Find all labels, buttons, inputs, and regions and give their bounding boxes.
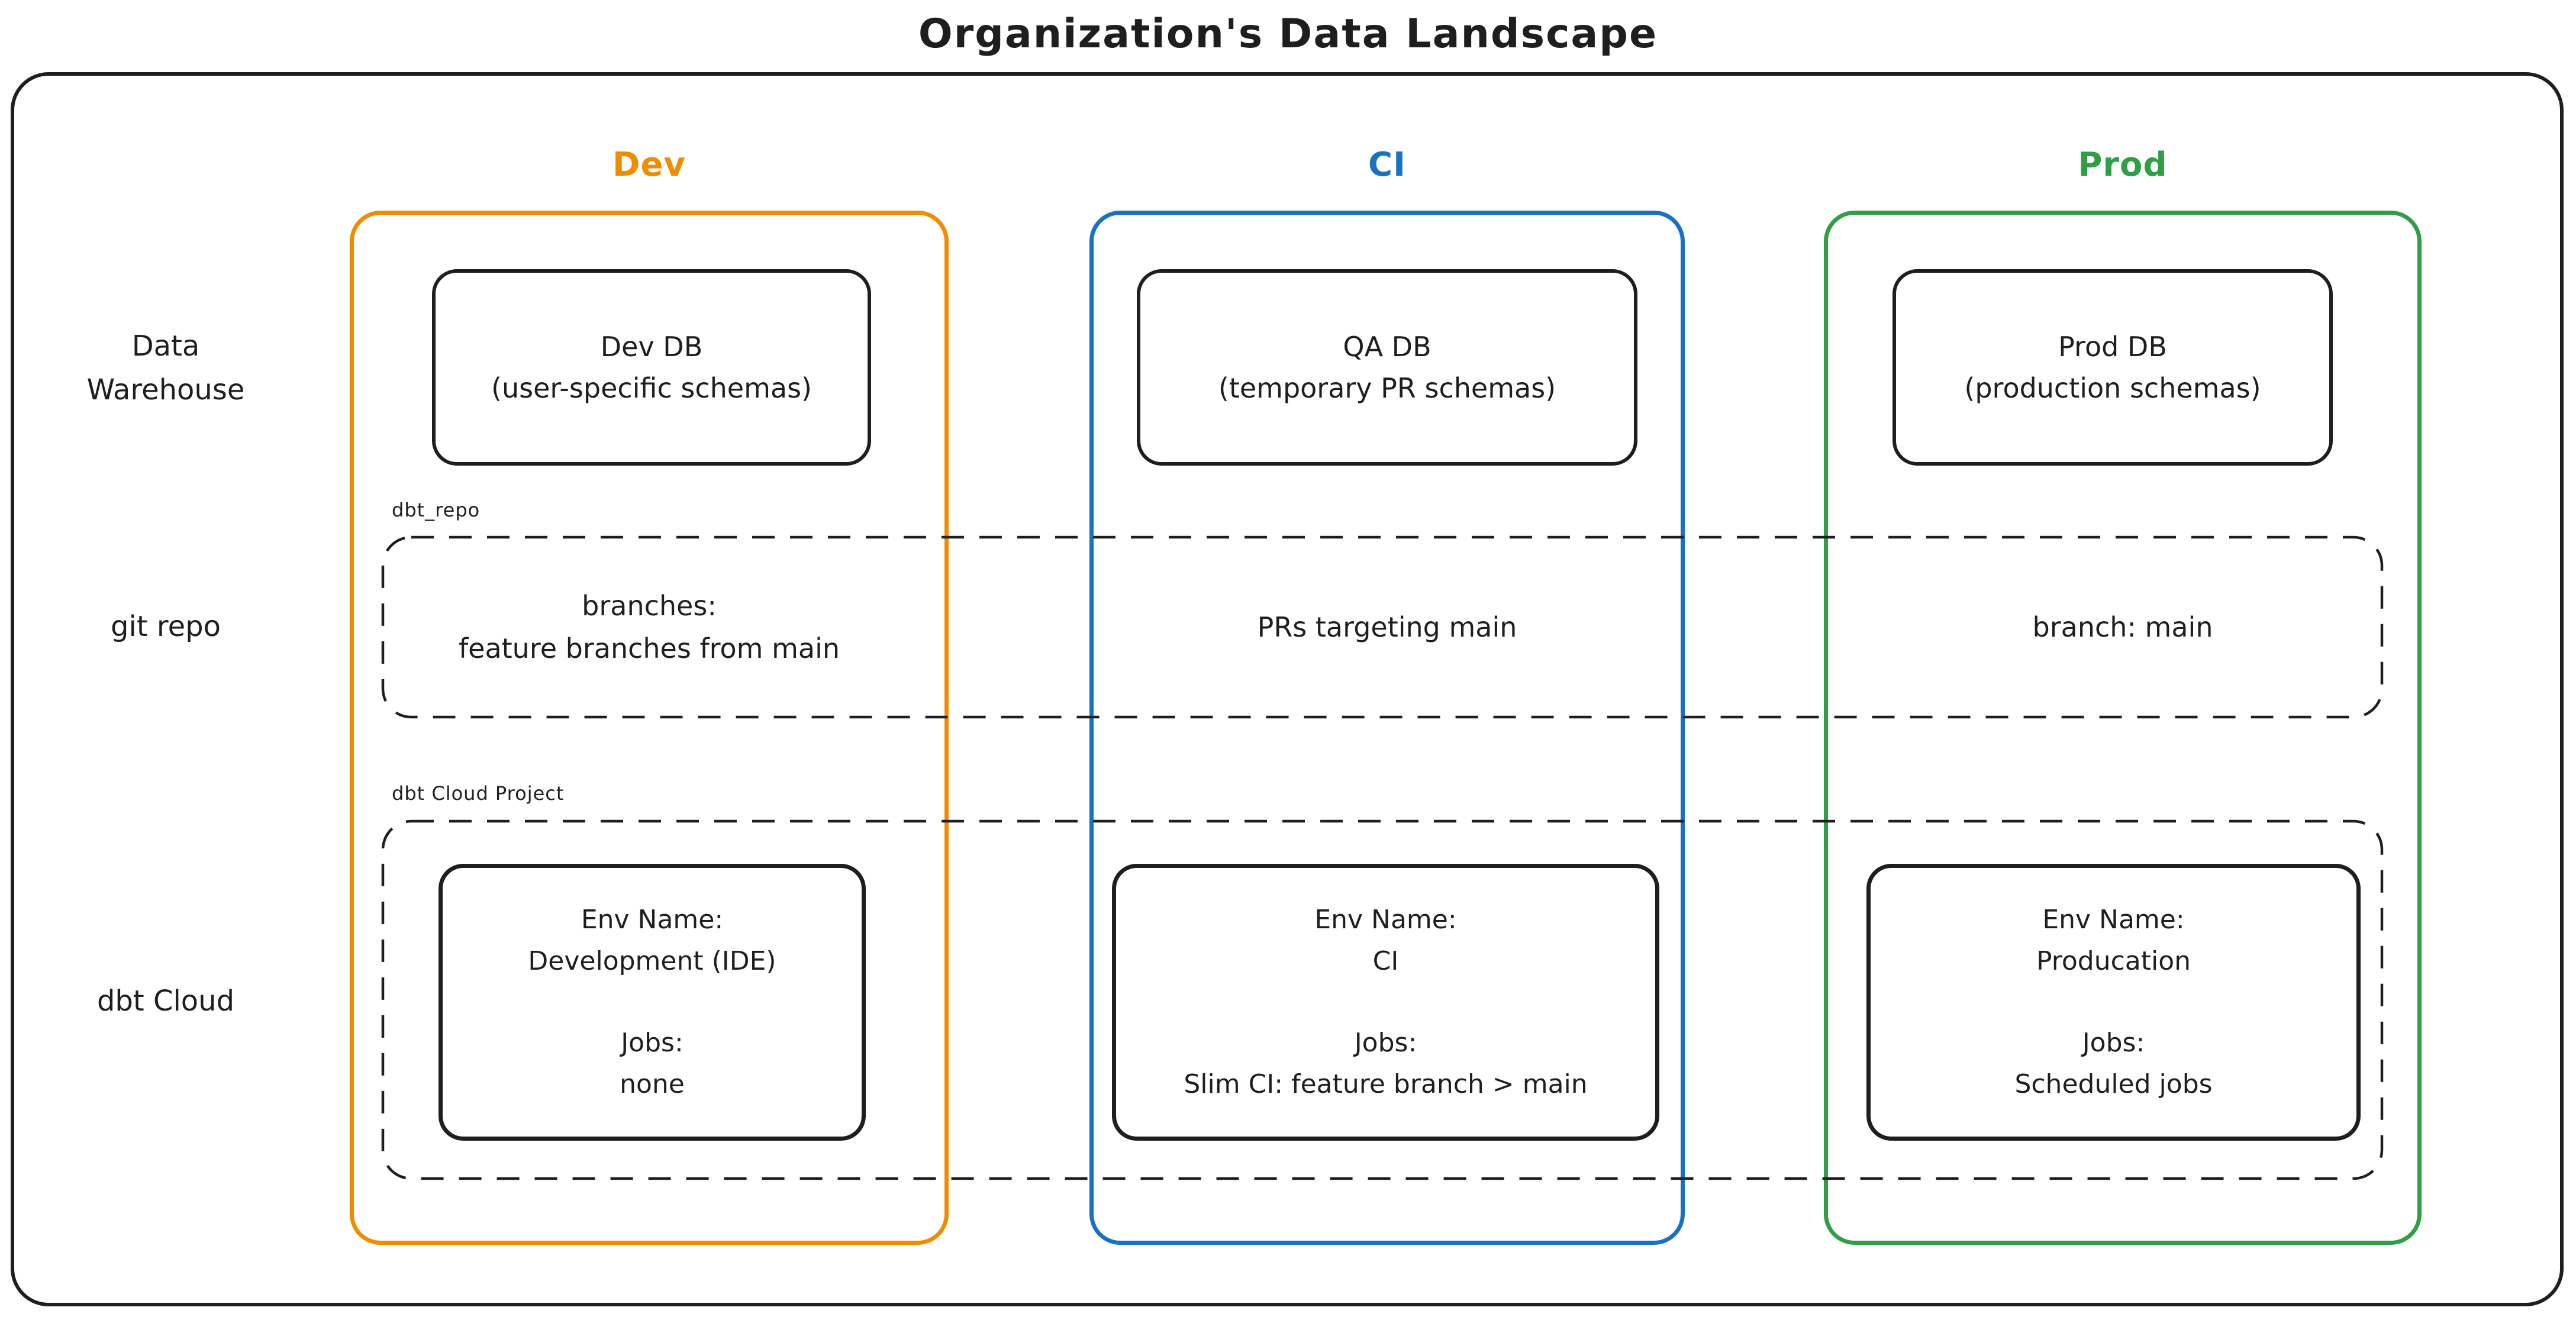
diagram-title: Organization's Data Landscape bbox=[918, 11, 1658, 57]
ci-env-label: Env Name: bbox=[1314, 905, 1457, 935]
dev-db-name: Dev DB bbox=[600, 331, 703, 363]
row-label-git-repo: git repo bbox=[111, 610, 221, 643]
dev-env-value: Development (IDE) bbox=[528, 946, 776, 976]
prod-jobs-label: Jobs: bbox=[2082, 1028, 2145, 1058]
qa-db-box: QA DB (temporary PR schemas) bbox=[1137, 269, 1637, 466]
dev-column-header: Dev bbox=[612, 146, 686, 184]
prod-jobs-value: Scheduled jobs bbox=[2014, 1069, 2213, 1099]
prod-column-header: Prod bbox=[2078, 146, 2168, 184]
dbt-cloud-band-label: dbt Cloud Project bbox=[392, 782, 565, 805]
dev-env-label: Env Name: bbox=[581, 905, 724, 935]
dev-column-container bbox=[350, 211, 949, 1245]
dev-jobs-label: Jobs: bbox=[621, 1028, 684, 1058]
dev-repo-line1: branches: bbox=[582, 590, 717, 622]
ci-column-header: CI bbox=[1368, 146, 1406, 184]
ci-repo-cell: PRs targeting main bbox=[1089, 535, 1685, 719]
ci-env-box: Env Name: CI Jobs: Slim CI: feature bran… bbox=[1112, 864, 1659, 1141]
prod-env-label: Env Name: bbox=[2042, 905, 2185, 935]
prod-repo-cell: branch: main bbox=[1824, 535, 2422, 719]
dev-db-box: Dev DB (user-specific schemas) bbox=[432, 269, 871, 466]
prod-db-detail: (production schemas) bbox=[1964, 372, 2261, 404]
prod-env-box: Env Name: Producation Jobs: Scheduled jo… bbox=[1866, 864, 2361, 1141]
dev-db-detail: (user-specific schemas) bbox=[491, 372, 812, 404]
qa-db-detail: (temporary PR schemas) bbox=[1218, 372, 1556, 404]
prod-db-box: Prod DB (production schemas) bbox=[1892, 269, 2333, 466]
dev-repo-cell: branches: feature branches from main bbox=[350, 535, 949, 719]
outer-frame bbox=[11, 72, 2564, 1306]
prod-column-container bbox=[1824, 211, 2422, 1245]
row-label-dbt-cloud: dbt Cloud bbox=[96, 984, 235, 1018]
dev-jobs-value: none bbox=[620, 1069, 685, 1099]
dev-repo-line2: feature branches from main bbox=[458, 632, 840, 664]
dev-env-box: Env Name: Development (IDE) Jobs: none bbox=[439, 864, 866, 1141]
ci-jobs-value: Slim CI: feature branch > main bbox=[1184, 1069, 1588, 1099]
prod-env-value: Producation bbox=[2036, 946, 2191, 976]
row-label-data-warehouse-line1: Data bbox=[131, 330, 200, 363]
prod-repo-line1: branch: main bbox=[2032, 611, 2213, 643]
ci-column-container bbox=[1089, 211, 1685, 1245]
qa-db-name: QA DB bbox=[1343, 331, 1432, 363]
row-label-data-warehouse-line2: Warehouse bbox=[86, 373, 245, 406]
ci-env-value: CI bbox=[1372, 946, 1399, 976]
row-label-data-warehouse: Data Warehouse bbox=[18, 324, 314, 412]
ci-repo-line1: PRs targeting main bbox=[1257, 611, 1517, 643]
ci-jobs-label: Jobs: bbox=[1354, 1028, 1417, 1058]
prod-db-name: Prod DB bbox=[2058, 331, 2167, 363]
git-repo-band-label: dbt_repo bbox=[392, 499, 481, 521]
